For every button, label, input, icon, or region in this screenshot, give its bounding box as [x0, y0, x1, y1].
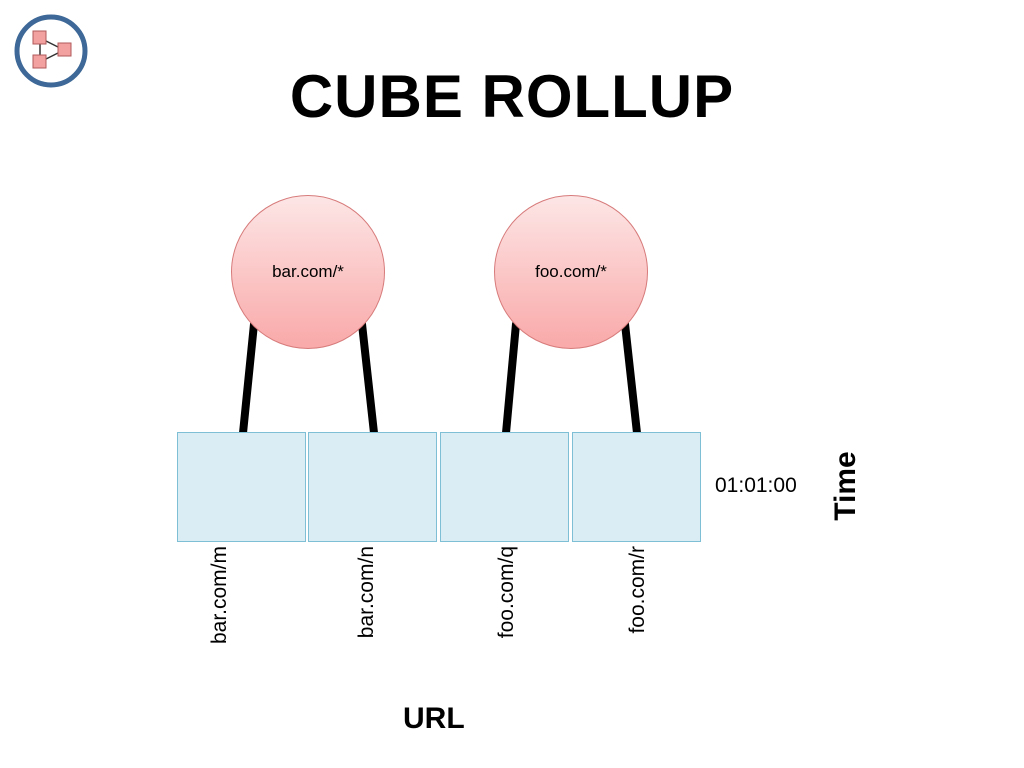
- rollup-node: bar.com/*: [231, 195, 385, 349]
- rollup-node-label: foo.com/*: [535, 262, 607, 281]
- cube-cell: [440, 432, 569, 542]
- connector-line: [239, 320, 258, 437]
- url-axis-label: URL: [403, 702, 465, 735]
- cube-cell: [308, 432, 437, 542]
- time-value: 01:01:00: [715, 474, 797, 497]
- rollup-node: foo.com/*: [494, 195, 648, 349]
- cube-network-icon: [14, 14, 88, 88]
- cube-cell: [572, 432, 701, 542]
- connector-line: [358, 320, 378, 437]
- connector-line: [502, 320, 520, 437]
- connector-line: [621, 320, 641, 437]
- url-label: bar.com/m: [208, 546, 231, 645]
- time-axis-label: Time: [829, 451, 862, 521]
- url-label: foo.com/q: [495, 546, 518, 639]
- url-label: foo.com/r: [626, 546, 649, 634]
- page-title: CUBE ROLLUP: [289, 63, 735, 130]
- url-label: bar.com/n: [355, 546, 378, 639]
- cube-cell: [177, 432, 306, 542]
- rollup-node-label: bar.com/*: [272, 262, 344, 281]
